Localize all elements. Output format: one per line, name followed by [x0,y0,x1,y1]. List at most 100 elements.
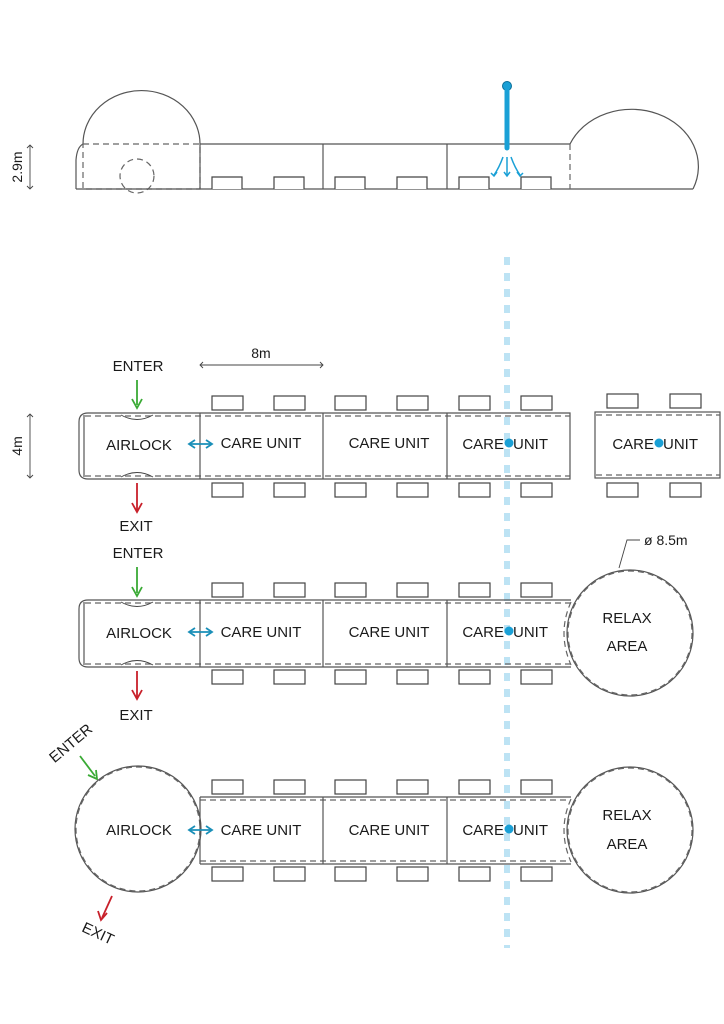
width-dimension-tick-top [26,413,34,418]
bed [334,176,366,189]
bed [334,866,367,882]
plan-variant-3: ENTER EXIT [46,721,694,949]
care-unit-label: CARE UNIT [349,435,430,452]
relax-area-dome [566,766,694,894]
bed [458,176,490,189]
unit-label: UNIT [513,624,548,641]
bed [606,393,639,409]
bed [273,779,306,795]
height-dimension-tick-top [26,144,34,149]
diameter-leader [618,539,640,569]
bed [520,866,553,882]
unit-label: UNIT [513,822,548,839]
bed [211,866,244,882]
exit-arrow-icon [131,483,143,514]
bed [273,866,306,882]
beds [211,779,553,882]
width-dimension-tick-bottom [26,474,34,479]
airlock-door-outline [119,158,155,194]
bed [273,582,306,598]
enter-arrow-icon [131,567,143,598]
ventilation-point-icon [654,438,664,448]
unit-label: UNIT [513,436,548,453]
double-arrow-icon [187,825,214,835]
bed [396,669,429,685]
care-label: CARE [462,624,504,641]
exit-label: EXIT [79,919,116,948]
bed [211,669,244,685]
relax-area-dome-dash [567,767,693,893]
relax-area-dome [566,569,694,697]
module-length-label: 8m [251,345,270,361]
bed [396,176,428,189]
section-view: 2.9m [9,81,699,194]
relax-label-line1: RELAX [602,610,651,627]
bed [211,779,244,795]
bed [458,866,491,882]
relax-connection-dash [563,798,572,863]
bed [396,395,429,411]
enter-arrow-icon [131,380,143,410]
bed [334,669,367,685]
relax-label-line2: AREA [607,638,648,655]
bed [520,395,553,411]
corridor-inner-dash [85,602,570,665]
section-beds [211,176,552,189]
module-length-tick-right [319,361,324,369]
enter-label: ENTER [46,721,96,767]
bed [396,866,429,882]
plan-variant-1: 8m 4m ENTER EXIT [9,345,721,535]
corridor-inner-dash [85,415,570,477]
relax-area-dome-dash [567,570,693,696]
enter-door [120,414,154,420]
ventilation-point-icon [504,438,514,448]
relax-label-line2: AREA [607,836,648,853]
standalone-inner-dash [596,414,720,476]
exit-label: EXIT [119,518,152,535]
bed [334,779,367,795]
relax-label-line1: RELAX [602,807,651,824]
diameter-label: ø 8.5m [644,532,688,548]
bed [458,582,491,598]
airlock-label: AIRLOCK [106,822,172,839]
bed [669,482,702,498]
care-unit-label: CARE UNIT [221,822,302,839]
bed [520,779,553,795]
enter-label: ENTER [113,358,164,375]
bed [458,669,491,685]
bed [520,582,553,598]
care-unit-label: CARE UNIT [349,822,430,839]
exit-arrow-icon [97,895,113,922]
beds [211,395,553,498]
airlock-label: AIRLOCK [106,625,172,642]
relax-connection-dash [563,601,572,666]
bed [520,482,553,498]
bed [273,395,306,411]
bed [606,482,639,498]
care-label: CARE [462,822,504,839]
left-dome [82,90,201,145]
bed [458,482,491,498]
airlock-label: AIRLOCK [106,437,172,454]
bed [669,393,702,409]
corridor-inner-dash [200,799,570,862]
width-dimension-label: 4m [9,436,25,455]
left-end-cap [75,143,84,189]
bed [273,669,306,685]
ventilation-point-icon [504,626,514,636]
corridor-outline [200,796,571,865]
enter-label: ENTER [113,545,164,562]
bed [273,176,305,189]
care-unit-label: CARE UNIT [221,435,302,452]
module-length-tick-left [199,361,204,369]
bed [211,176,243,189]
beds [211,582,553,685]
enter-arrow-icon [79,755,99,781]
bed [211,482,244,498]
ventilation-outlet-icon [490,81,524,178]
right-dome [569,108,699,190]
bed [396,582,429,598]
standalone-care-unit: CARE UNIT [594,393,721,498]
plan-variant-2: ENTER EXIT [78,532,694,724]
